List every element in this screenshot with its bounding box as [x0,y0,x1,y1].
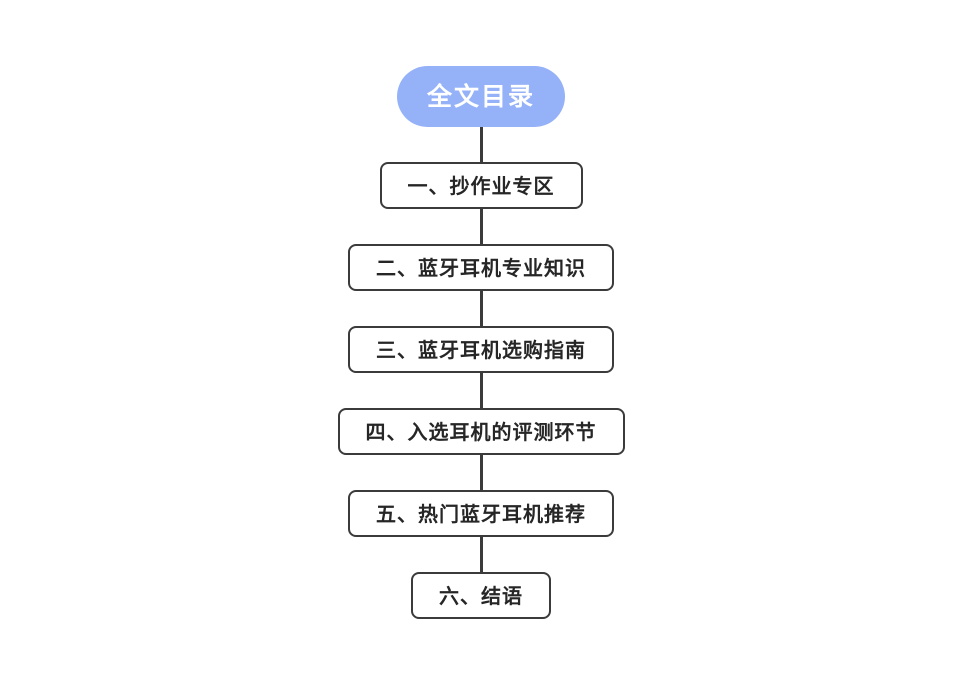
flowchart-column: 全文目录 一、抄作业专区 二、蓝牙耳机专业知识 三、蓝牙耳机选购指南 四、入选耳… [0,66,962,619]
flowchart-node-1-label: 一、抄作业专区 [407,173,555,198]
flowchart-node-1[interactable]: 一、抄作业专区 [379,162,583,209]
connector-node-3-to-node-4 [479,373,483,408]
flowchart-node-3-label: 三、蓝牙耳机选购指南 [376,337,586,362]
flowchart-root-label: 全文目录 [426,82,535,111]
flowchart-node-4-label: 四、入选耳机的评测环节 [365,419,597,444]
flowchart-node-5-label: 五、热门蓝牙耳机推荐 [376,501,586,526]
flowchart-node-2-label: 二、蓝牙耳机专业知识 [376,255,586,280]
connector-node-2-to-node-3 [479,291,483,326]
connector-node-5-to-node-6 [479,537,483,572]
flowchart-node-4[interactable]: 四、入选耳机的评测环节 [337,408,625,455]
connector-node-1-to-node-2 [479,209,483,244]
flowchart-node-3[interactable]: 三、蓝牙耳机选购指南 [348,326,614,373]
connector-node-4-to-node-5 [479,455,483,490]
flowchart-node-2[interactable]: 二、蓝牙耳机专业知识 [348,244,614,291]
connector-root-to-node-1 [479,127,483,162]
flowchart-root-node[interactable]: 全文目录 [396,66,565,127]
flowchart-node-5[interactable]: 五、热门蓝牙耳机推荐 [348,490,614,537]
flowchart-node-6[interactable]: 六、结语 [411,572,551,619]
flowchart-node-6-label: 六、结语 [439,583,523,608]
